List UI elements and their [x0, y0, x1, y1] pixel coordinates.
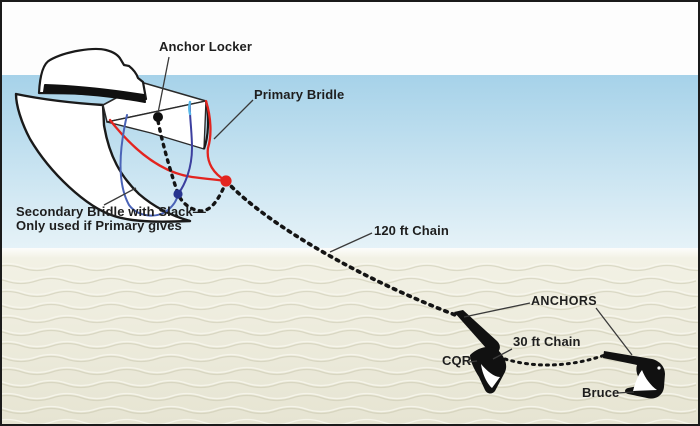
connecting-chain-30ft [503, 352, 610, 367]
bruce-label: Bruce [582, 385, 620, 400]
secondary-bridle-leader [103, 187, 137, 206]
anchors-leader-right [595, 307, 633, 356]
bruce-claw-highlight [633, 370, 657, 391]
secondary-bridle-label-line2: Only used if Primary gives [16, 218, 182, 233]
primary-bridle-leader [213, 99, 254, 140]
chains [156, 119, 610, 367]
cqr-anchor [454, 310, 507, 394]
bruce-anchor [603, 351, 665, 399]
primary-bridle-label: Primary Bridle [254, 87, 345, 102]
anchor-locker-chain [156, 119, 228, 213]
chain-30-label: 30 ft Chain [513, 334, 581, 349]
boat-window-band [43, 84, 146, 103]
cqr-plow [470, 346, 507, 394]
chain-30-leader [492, 348, 513, 360]
secondary-bridle-port-line [119, 114, 179, 217]
leader-lines [103, 56, 635, 394]
primary-attach-dot [220, 175, 232, 187]
secondary-bridle-label-line1: Secondary Bridle with Slack— [16, 204, 206, 219]
cqr-leader [468, 360, 478, 363]
chain-120-label: 120 ft Chain [374, 223, 449, 238]
horizon-glow [0, 248, 700, 258]
bruce-leader [616, 391, 635, 394]
secondary-attach-dot [173, 189, 183, 199]
anchors-label: ANCHORS [531, 294, 597, 308]
secondary-bridle-label: Secondary Bridle with Slack— Only used i… [16, 205, 206, 233]
secondary-bridle [119, 100, 194, 217]
anchor-locker-label: Anchor Locker [159, 39, 253, 54]
anchor-locker-dot [153, 112, 163, 122]
cqr-fluke-highlight [481, 364, 500, 388]
bruce-shackle-hole [657, 366, 661, 370]
secondary-bridle-deck-tip [188, 100, 192, 116]
cqr-label: CQR [442, 353, 472, 368]
primary-bridle-starboard-line [204, 99, 228, 183]
anchor-locker-leader [157, 56, 170, 114]
cqr-shank [454, 310, 500, 354]
chain-120-leader [329, 232, 373, 253]
anchors-leader-left [463, 302, 531, 318]
main-chain-120ft [224, 179, 460, 318]
